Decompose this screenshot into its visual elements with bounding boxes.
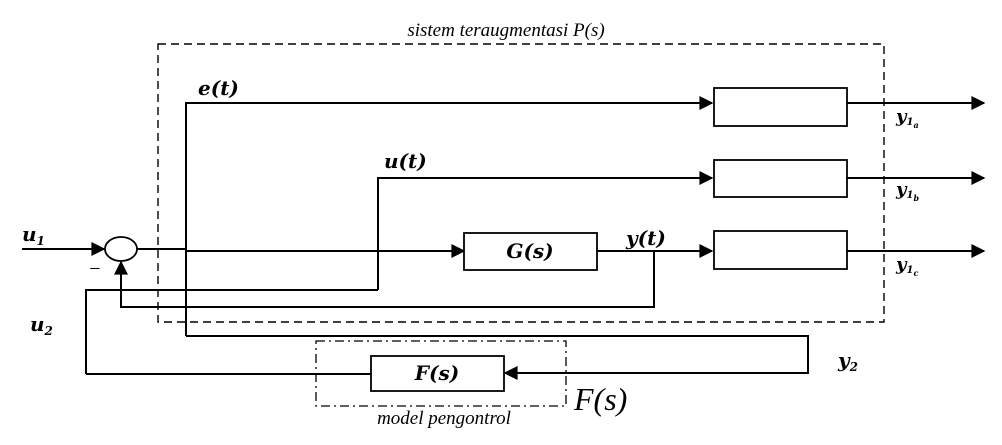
- controller-big-label: F(s): [573, 381, 627, 417]
- output-y1c-label: y1c: [895, 254, 918, 278]
- input-u1-label: u1: [22, 222, 45, 248]
- weight-block-c: [713, 230, 848, 270]
- input-u2-label: u2: [30, 312, 53, 338]
- summing-junction: [104, 236, 138, 262]
- error-signal-label: e(t): [198, 76, 239, 100]
- input-u2-line: [85, 289, 378, 374]
- measured-y2-line: [186, 335, 809, 380]
- augmented-system-boundary: [157, 43, 885, 323]
- control-signal-line: [377, 171, 714, 290]
- output-y1b-label: y1b: [895, 179, 919, 203]
- plant-block-label: G(s): [506, 239, 553, 263]
- plant-block: [463, 232, 598, 271]
- error-signal-line: [185, 96, 714, 336]
- controller-block: [370, 355, 505, 392]
- weight-block-b: [713, 159, 848, 198]
- measured-y2-label: y2: [837, 348, 858, 374]
- controller-block-label: F(s): [414, 361, 459, 385]
- output-signal-label: y(t): [625, 226, 666, 250]
- control-signal-label: u(t): [384, 149, 427, 173]
- output-y1a-label: y1a: [895, 106, 919, 130]
- controller-caption: model pengontrol: [377, 408, 511, 429]
- minus-sign: −: [88, 258, 102, 280]
- feedback-line: [114, 251, 655, 308]
- augmented-system-caption: sistem teraugmentasi P(s): [407, 20, 604, 41]
- weight-block-a: [713, 87, 848, 127]
